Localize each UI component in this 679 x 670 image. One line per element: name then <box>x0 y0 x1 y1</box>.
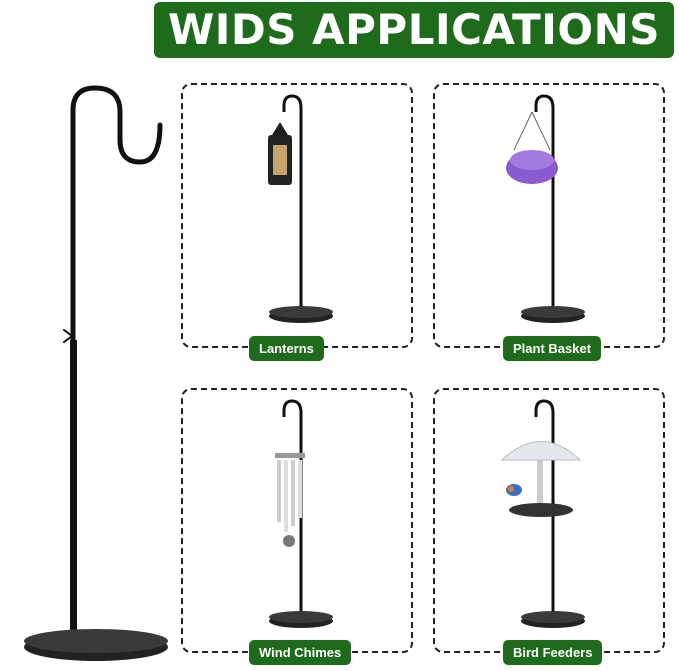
label-wind-chimes: Wind Chimes <box>249 640 352 665</box>
hanging-flower-basket-icon <box>506 111 558 184</box>
mini-shepherd-hook-stand <box>268 94 333 323</box>
label-lanterns: Lanterns <box>249 336 324 361</box>
mini-shepherd-hook-stand <box>500 399 585 628</box>
main-shepherd-hook-icon <box>63 85 163 643</box>
application-panel-wind-chimes <box>181 388 413 653</box>
application-panel-bird-feeders <box>433 388 665 653</box>
label-plant-basket: Plant Basket <box>503 336 602 361</box>
lantern-icon <box>268 122 292 185</box>
wind-chimes-icon <box>275 453 305 547</box>
mini-shepherd-hook-stand <box>269 399 333 628</box>
page-title: WIDS APPLICATIONS <box>154 2 674 58</box>
main-pole-lower <box>70 340 77 635</box>
application-panel-plant-basket <box>433 83 665 348</box>
label-bird-feeders: Bird Feeders <box>503 640 603 665</box>
application-panel-lanterns <box>181 83 413 348</box>
bird-feeder-icon <box>500 441 582 517</box>
mini-shepherd-hook-stand <box>506 94 585 323</box>
